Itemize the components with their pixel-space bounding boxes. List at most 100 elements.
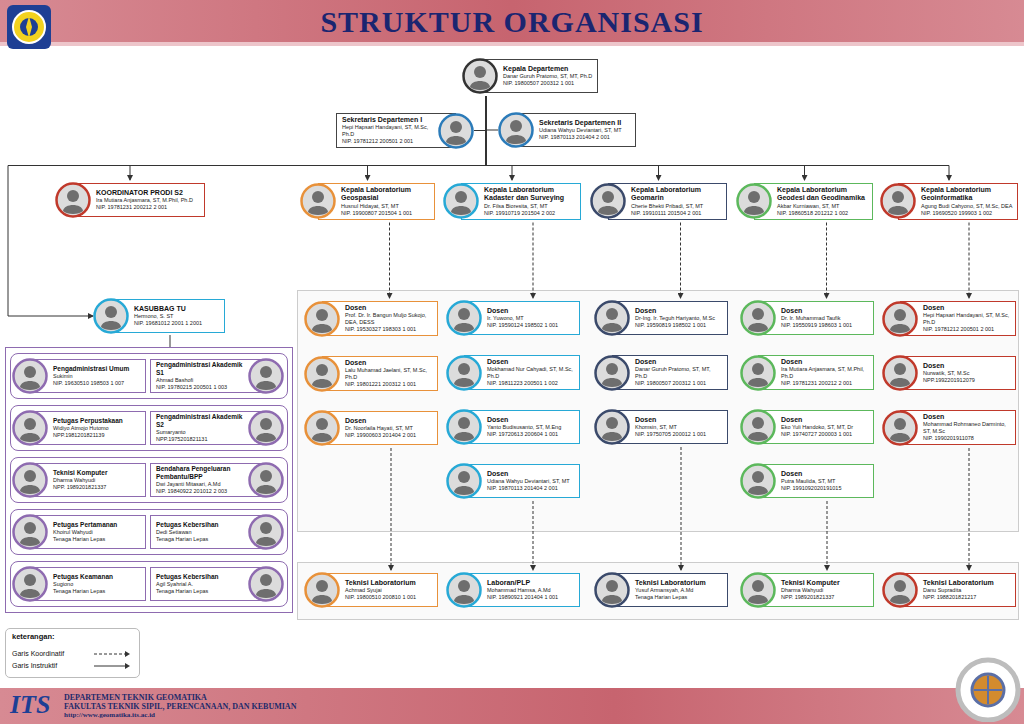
person-card: DosenLalu Muhamad Jaelani, ST, M.Sc, Ph.… [304, 353, 438, 394]
portrait-photo [446, 463, 482, 499]
employee-id: Tenaga Harian Lepas [53, 588, 141, 595]
employee-id: NIP. 19800507 200312 1 001 [635, 380, 723, 387]
person-card: DosenHepi Hapsari Handayani, ST, M.Sc, P… [882, 298, 1016, 339]
role-title: Pengadministrasi Akademik S1 [156, 361, 243, 377]
person-name: Dr. Noorlaila Hayati, ST, MT [345, 425, 433, 432]
portrait-photo [304, 301, 340, 337]
person-card: DosenDr-Ing. Ir. Teguh Hariyanto, M.ScNI… [594, 298, 728, 338]
role-title: Dosen [923, 304, 1011, 312]
person-name: Eko Yuli Handoko, ST, MT, Dr [781, 424, 869, 431]
person-name: Dwi Jayanti Mitasari, A.Md [156, 481, 243, 488]
person-card: DosenDr. Ir. Muhammad TaufikNIP. 1955091… [740, 298, 874, 338]
portrait-photo [446, 409, 482, 445]
person-card: DosenDanar Guruh Pratomo, ST, MT, Ph.DNI… [594, 352, 728, 393]
employee-id: NPP. 1989201821337 [781, 594, 869, 601]
role-title: Petugas Perpustakaan [53, 417, 141, 425]
person-name: Widiyo Atmojo Hutomo [53, 425, 141, 432]
person-card: Kepala Laboratorium Geodesi dan Geodinam… [736, 180, 873, 223]
employee-id: NIP. 19781231 200212 2 001 [781, 380, 869, 387]
person-card: Laboran/PLPMohammad Hamsa, A.MdNIP. 1989… [446, 570, 580, 610]
chart-title: STRUKTUR ORGANISASI [0, 5, 1024, 39]
person-name: Dr. Filsa Bioresita, ST, MT [484, 203, 576, 210]
header-stripe [0, 42, 1024, 46]
person-card: Sekretaris Departemen IIUdiana Wahyu Dev… [498, 110, 636, 150]
role-title: Pengadministrasi Akademik S2 [156, 413, 243, 429]
portrait-photo [12, 566, 48, 602]
employee-id: NIP. 19910719 201504 2 002 [484, 210, 576, 217]
person-name: Ir. Yuwono, MT [487, 315, 575, 322]
employee-id: NIP. 19781212 200501 2 001 [342, 138, 433, 145]
role-title: Dosen [781, 307, 869, 315]
portrait-photo [740, 463, 776, 499]
employee-id: NIP. 19630510 198503 1 007 [53, 380, 141, 387]
person-card: DosenMohammad Rohmaneo Darminto, ST, M.S… [882, 407, 1016, 448]
portrait-photo [594, 355, 630, 391]
person-name: Danu Supradita [923, 587, 1011, 594]
employee-id: Tenaga Harian Lepas [53, 536, 141, 543]
person-card: Petugas KebersihanAgil Syahrial A.Tenaga… [150, 564, 284, 604]
role-title: Dosen [781, 358, 869, 366]
employee-id: NIP. 19590124 198502 1 001 [487, 322, 575, 329]
person-name: Yusuf Armansyah, A.Md [635, 587, 723, 594]
person-name: Ahmad Bashofi [156, 377, 243, 384]
person-name: Agung Budi Cahyono, ST, M.Sc, DEA [921, 203, 1013, 210]
employee-id: NIP. 19750705 200012 1 001 [635, 431, 723, 438]
person-card: Petugas PerpustakaanWidiyo Atmojo Hutomo… [12, 408, 146, 448]
person-card: Sekretaris Departemen IHepi Hapsari Hand… [336, 110, 474, 151]
role-title: Dosen [487, 358, 575, 366]
person-card: Petugas KebersihanDedi SetiawanTenaga Ha… [150, 512, 284, 552]
person-name: Hepi Hapsari Handayani, ST, M.Sc, Ph.D [923, 312, 1011, 326]
person-name: Nurwatik, ST, M.Sc [923, 370, 1011, 377]
person-name: Lalu Muhamad Jaelani, ST, M.Sc, Ph.D [345, 367, 433, 381]
person-card: Teknisi LaboratoriumAchmad SyujaiNIP. 19… [304, 570, 438, 610]
portrait-photo [740, 409, 776, 445]
role-title: Dosen [635, 416, 723, 424]
connector [680, 223, 681, 299]
employee-id: NIP. 19801221 200312 1 001 [345, 381, 433, 388]
person-name: Hermono, S. ST [134, 313, 220, 320]
person-name: Prof. Dr. Ir. Bangun Muljo Sukojo, DEA, … [345, 312, 433, 326]
portrait-photo [12, 462, 48, 498]
connector [130, 96, 486, 180]
portrait-photo [882, 410, 918, 446]
person-name: Dr-Ing. Ir. Teguh Hariyanto, M.Sc [635, 315, 723, 322]
person-card: Petugas KeamananSugionoTenaga Harian Lep… [12, 564, 146, 604]
person-name: Khomsin, ST, MT [635, 424, 723, 431]
role-title: Sekretaris Departemen II [539, 119, 631, 127]
connector [969, 223, 970, 299]
role-title: Teknisi Laboratorium [635, 579, 723, 587]
employee-id: NIP. 19800507 200312 1 001 [503, 80, 593, 87]
person-card: DosenPutra Maulida, ST, MTNIP. 199109202… [740, 461, 874, 501]
connector [486, 96, 805, 180]
its-logo [6, 4, 52, 50]
person-name: Mokhamad Nur Cahyadi, ST, M.Sc, Ph.D [487, 366, 575, 380]
employee-id: NIP. 19530327 198303 1 001 [345, 326, 433, 333]
person-card: Teknisi KomputerDharma WahyudiNPP. 19892… [740, 570, 874, 610]
person-card: DosenMokhamad Nur Cahyadi, ST, M.Sc, Ph.… [446, 352, 580, 393]
role-title: Petugas Keamanan [53, 573, 141, 581]
connector [389, 223, 390, 299]
portrait-photo [55, 182, 91, 218]
employee-id: NIP. 19550919 198603 1 001 [781, 322, 869, 329]
employee-id: NIP. 19720613 200604 1 001 [487, 431, 575, 438]
portrait-photo [882, 301, 918, 337]
role-title: Kepala Laboratorium Geoinformatika [921, 186, 1013, 203]
role-title: Dosen [635, 358, 723, 366]
connector [486, 96, 498, 130]
role-title: Pengadministrasi Umum [53, 365, 141, 373]
staff-link [170, 335, 171, 347]
person-card: Teknisi LaboratoriumYusuf Armansyah, A.M… [594, 570, 728, 610]
department-name: DEPARTEMEN TEKNIK GEOMATIKA [64, 693, 207, 702]
employee-id: NIP. 19910111 201504 2 001 [631, 210, 722, 217]
role-title: Dosen [923, 413, 1011, 421]
person-name: Dr. Ir. Muhammad Taufik [781, 315, 869, 322]
person-name: Akbar Kurniawan, ST, MT [777, 203, 868, 210]
role-title: KOORDINATOR PRODI S2 [96, 189, 200, 197]
role-title: Kepala Laboratorium Geospasial [341, 186, 430, 203]
portrait-photo [248, 358, 284, 394]
person-card: Kepala DepartemenDanar Guruh Pratomo, ST… [462, 56, 598, 96]
person-card: DosenNurwatik, ST, M.ScNPP.1992201912079 [882, 353, 1016, 393]
person-card: DosenYanto Budisusanto, ST, M.EngNIP. 19… [446, 407, 580, 447]
person-card: KOORDINATOR PRODI S2Ira Mutiara Anjasmar… [55, 180, 205, 220]
person-card: DosenIra Mutiara Anjasmara, ST, M.Phil, … [740, 352, 874, 393]
